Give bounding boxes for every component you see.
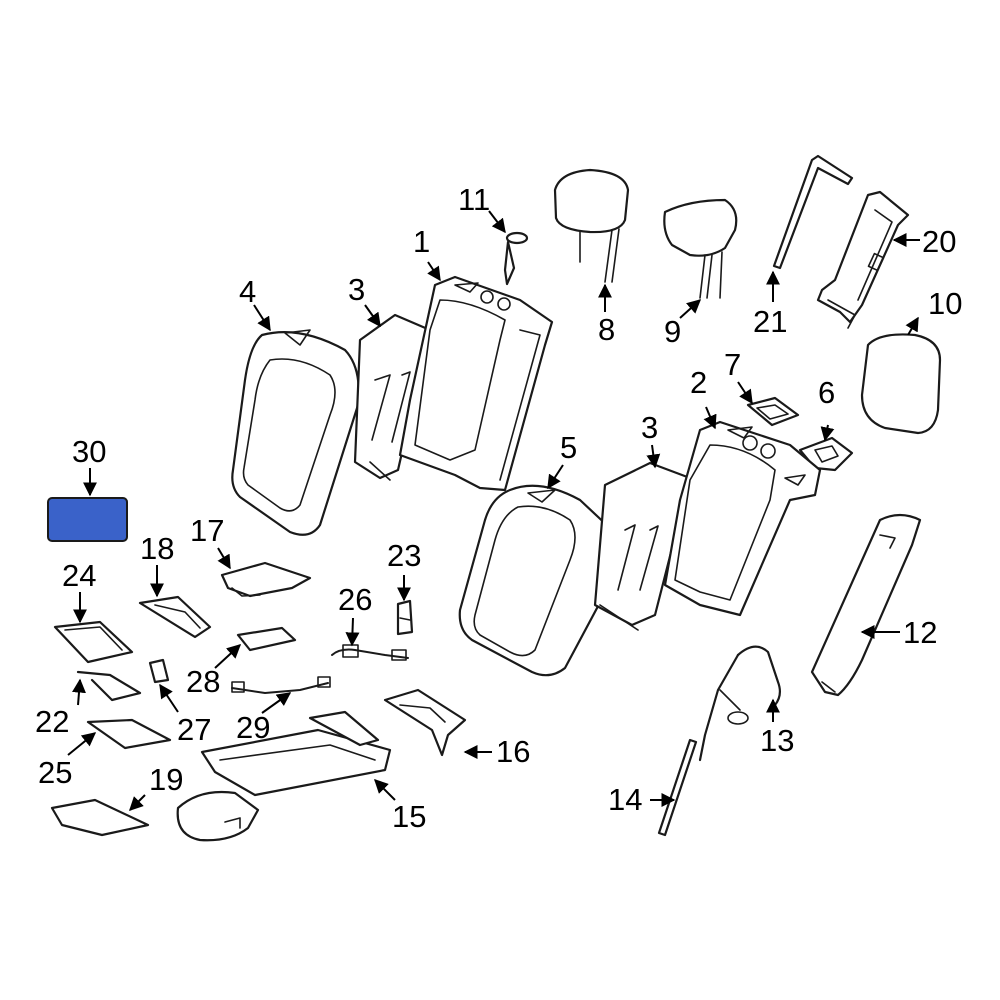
callout-6: 6 xyxy=(818,375,835,410)
callout-1: 1 xyxy=(413,224,430,259)
part-20-bracket[interactable] xyxy=(816,190,910,329)
part-3-upper-pad[interactable] xyxy=(353,313,432,481)
part-5-seatback-cover[interactable] xyxy=(458,484,619,677)
callout-10: 10 xyxy=(928,286,962,321)
callout-21: 21 xyxy=(753,304,787,339)
part-26-wiring[interactable] xyxy=(331,644,409,661)
callout-16: 16 xyxy=(496,734,530,769)
callout-5: 5 xyxy=(560,430,577,465)
part-16-latch-bracket[interactable] xyxy=(383,688,467,757)
callout-25: 25 xyxy=(38,755,72,790)
part-4-seatback-cover[interactable] xyxy=(231,329,360,536)
part-13-cable[interactable] xyxy=(698,645,782,762)
part-7-bezel[interactable] xyxy=(746,396,800,427)
part-10-headrest-cover[interactable] xyxy=(860,333,942,435)
callout-22: 22 xyxy=(35,704,69,739)
part-24-tray[interactable] xyxy=(53,620,134,664)
part-12-side-trim[interactable] xyxy=(810,513,922,697)
callout-23: 23 xyxy=(387,538,421,573)
callout-17: 17 xyxy=(190,513,224,548)
callout-3-upper: 3 xyxy=(348,272,365,307)
callout-20: 20 xyxy=(922,224,956,259)
part-29-harness[interactable] xyxy=(231,676,331,694)
part-1-seatback-frame[interactable] xyxy=(398,275,554,492)
part-23-clip[interactable] xyxy=(396,599,414,636)
callout-12: 12 xyxy=(903,615,937,650)
leader-lines xyxy=(67,210,920,811)
callout-8: 8 xyxy=(598,312,615,347)
part-28-pad[interactable] xyxy=(236,626,297,652)
callout-27: 27 xyxy=(177,712,211,747)
callout-11: 11 xyxy=(458,182,490,217)
part-8-headrest[interactable] xyxy=(553,168,630,283)
callout-28: 28 xyxy=(186,664,220,699)
callout-2: 2 xyxy=(690,365,707,400)
part-15-armrest-base[interactable] xyxy=(176,710,392,842)
callout-3-lower: 3 xyxy=(641,410,658,445)
callout-26: 26 xyxy=(338,582,372,617)
part-19-cover[interactable] xyxy=(50,798,150,837)
part-14-rod[interactable] xyxy=(657,738,698,837)
callout-9: 9 xyxy=(664,314,681,349)
callout-19: 19 xyxy=(149,762,183,797)
part-27-clip[interactable] xyxy=(148,658,170,684)
callout-29: 29 xyxy=(236,710,270,745)
callout-30: 30 xyxy=(72,434,106,469)
callout-15: 15 xyxy=(392,799,426,834)
callout-24: 24 xyxy=(62,558,96,593)
callout-18: 18 xyxy=(140,531,174,566)
callout-labels: 1 2 3 3 4 5 6 7 8 9 10 11 12 13 14 15 16… xyxy=(35,182,962,834)
part-9-headrest[interactable] xyxy=(663,198,738,299)
callout-4: 4 xyxy=(239,274,256,309)
part-11-clip[interactable] xyxy=(503,231,529,286)
part-17-cover[interactable] xyxy=(220,561,312,598)
part-25-trim[interactable] xyxy=(86,718,172,750)
part-22-wire-bracket[interactable] xyxy=(76,670,142,702)
callout-7: 7 xyxy=(724,347,741,382)
part-18-bracket[interactable] xyxy=(138,595,212,639)
part-2-seatback-frame[interactable] xyxy=(663,420,822,617)
callout-13: 13 xyxy=(760,723,794,758)
part-30-highlighted[interactable] xyxy=(47,497,128,542)
part-21-rod[interactable] xyxy=(772,154,854,270)
callout-14: 14 xyxy=(608,782,642,817)
